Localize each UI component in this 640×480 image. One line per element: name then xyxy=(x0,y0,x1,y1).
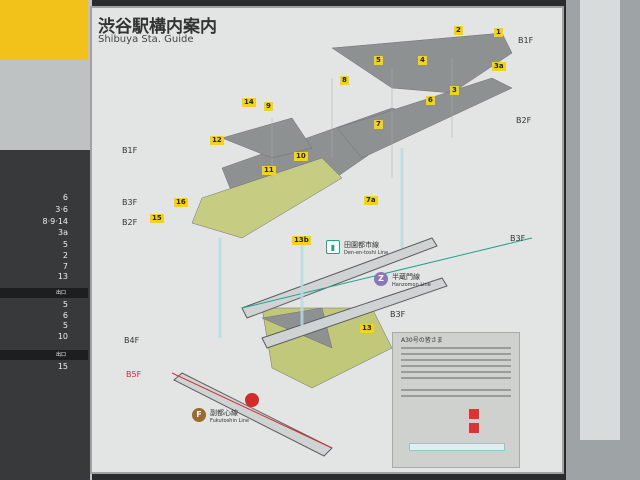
fire-extinguisher-icon xyxy=(469,423,479,433)
sign-title: 渋谷駅構内案内 xyxy=(98,17,217,37)
hanzomon-line-icon: Z xyxy=(374,272,388,286)
floor-label: B1F xyxy=(518,36,534,45)
fukutoshin-platform xyxy=(173,372,333,457)
exit-row: 8·9·14 xyxy=(42,217,68,226)
b2f-passage xyxy=(336,77,513,159)
fire-alarm-icon xyxy=(469,409,479,419)
floor-label: B1F xyxy=(122,146,138,155)
b3f-area xyxy=(191,157,343,239)
station-map-diagram xyxy=(171,32,533,457)
exit-header-label: 出口 xyxy=(55,352,66,358)
exit-badge: 1 xyxy=(494,28,503,37)
exit-badge: 8 xyxy=(340,76,349,85)
exit-row: 2 xyxy=(62,251,68,260)
exit-row: 7 xyxy=(62,262,68,271)
exit-row: 5 xyxy=(62,321,68,330)
exit-badge: 12 xyxy=(210,136,224,145)
line-name-ja: 田園都市線 xyxy=(344,241,379,249)
exit-badge: 7a xyxy=(364,196,378,205)
yellow-panel xyxy=(0,0,88,60)
line-name-ja: 半蔵門線 xyxy=(392,273,420,281)
denentoshi-track xyxy=(241,237,533,309)
exit-row: 6 xyxy=(62,193,68,202)
floor-label: B3F xyxy=(122,198,138,207)
line-name-en: Hanzomon Line xyxy=(392,282,431,288)
denentoshi-line-icon: ▮ xyxy=(326,240,340,254)
line-name-en: Fukutoshin Line xyxy=(210,418,250,424)
floor-label: B5F xyxy=(126,370,142,379)
current-location-marker xyxy=(245,393,259,407)
b1f-left-block xyxy=(221,117,313,159)
evacuation-diagram xyxy=(409,443,505,451)
floor-label: B2F xyxy=(516,116,532,125)
exit-badge: 13b xyxy=(292,236,311,245)
exit-directory-panel: 6 3·6 8·9·14 3a 5 2 7 13 出口 5 6 5 10 出口 … xyxy=(0,150,90,480)
fukutoshin-line-icon: F xyxy=(192,408,206,422)
line-name-ja: 副都心線 xyxy=(210,409,238,417)
exit-badge: 2 xyxy=(454,26,463,35)
exit-badge: 5 xyxy=(374,56,383,65)
exit-badge: 9 xyxy=(264,102,273,111)
exit-row: 5 xyxy=(62,300,68,309)
floor-label: B3F xyxy=(510,234,526,243)
exit-badge: 3a xyxy=(492,62,506,71)
exit-row: 6 xyxy=(62,311,68,320)
exit-badge: 4 xyxy=(418,56,427,65)
fukutoshin-track xyxy=(171,372,333,449)
floor-label: B3F xyxy=(390,310,406,319)
exit-row: 15 xyxy=(57,362,68,371)
exit-row: 3a xyxy=(58,228,68,237)
exit-badge: 13 xyxy=(360,324,374,333)
line-name-en: Den-en-toshi Line xyxy=(344,250,389,256)
exit-header-label: 出口 xyxy=(55,290,66,296)
floor-label: B4F xyxy=(124,336,140,345)
pillar xyxy=(580,0,620,440)
exit-badge: 6 xyxy=(426,96,435,105)
floor-label: B2F xyxy=(122,218,138,227)
exit-badge: 3 xyxy=(450,86,459,95)
exit-row: 5 xyxy=(62,240,68,249)
exit-header: 出口 xyxy=(0,288,88,298)
station-guide-sign: 渋谷駅構内案内 Shibuya Sta. Guide B xyxy=(90,6,564,474)
exit-badge: 7 xyxy=(374,120,383,129)
exit-badge: 10 xyxy=(294,152,308,161)
exit-badge: 16 xyxy=(174,198,188,207)
denentoshi-platform xyxy=(241,237,438,319)
exit-badge: 14 xyxy=(242,98,256,107)
exit-row: 13 xyxy=(57,272,68,281)
hanzomon-platform xyxy=(261,277,448,349)
notice-title: A30号の皆さま xyxy=(401,337,443,344)
exit-badge: 11 xyxy=(262,166,276,175)
exit-badge: 15 xyxy=(150,214,164,223)
exit-row: 10 xyxy=(57,332,68,341)
exit-header: 出口 xyxy=(0,350,88,360)
sign-subtitle: Shibuya Sta. Guide xyxy=(98,34,194,45)
notice-panel: A30号の皆さま xyxy=(392,332,520,468)
exit-row: 3·6 xyxy=(55,205,68,214)
